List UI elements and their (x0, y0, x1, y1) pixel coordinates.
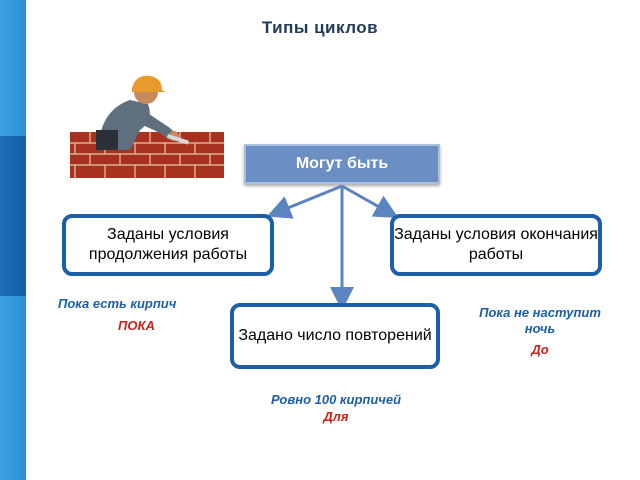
hard-hat (132, 75, 166, 92)
worker-arm (136, 108, 178, 140)
note-for-example: Ровно 100 кирпичей (270, 392, 402, 407)
brick-wall (70, 132, 224, 178)
trowel (166, 134, 189, 145)
arrow-to-end (341, 184, 399, 218)
note-while-example: Пока есть кирпич (58, 296, 177, 311)
keyword-while: ПОКА (118, 318, 155, 333)
bricklayer-illustration (70, 70, 224, 178)
box-repeat-count: Задано число повторений (230, 303, 440, 369)
box-continue-condition: Заданы условия продолжения работы (62, 214, 274, 276)
worker-pants (96, 130, 118, 150)
box-end-condition: Заданы условия окончания работы (390, 214, 602, 276)
keyword-for: Для (323, 409, 349, 424)
page-title: Типы циклов (261, 18, 379, 37)
header-box: Могут быть (244, 144, 440, 184)
left-accent-bar (0, 0, 26, 480)
arrow-to-continue (266, 184, 343, 219)
left-accent-bar-dark-segment (0, 136, 26, 296)
note-until-example: Пока не наступит ночь (479, 305, 601, 336)
keyword-until: До (531, 342, 549, 357)
